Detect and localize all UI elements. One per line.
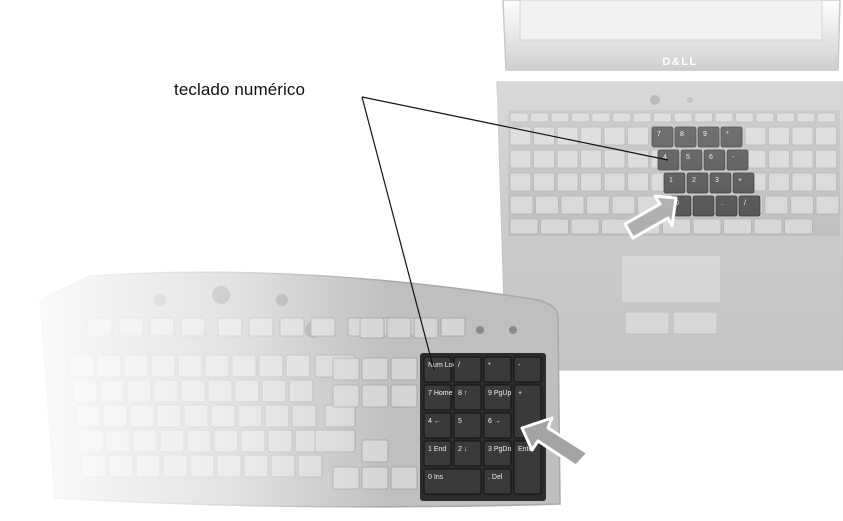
desktop-keyboard: Num Lock/*-7 Home8 ↑9 PgUp+4 ←56 →1 End2…: [0, 250, 590, 516]
leader-line-laptop: [361, 96, 669, 161]
numeric-keypad-label: teclado numérico: [174, 80, 306, 99]
desktop-fade: [0, 250, 560, 516]
laptop-brand-logo: D&LL: [662, 56, 697, 68]
laptop-screen-bezel: [519, 0, 823, 41]
callout-leader-lines: [361, 96, 669, 371]
leader-line-desktop: [361, 96, 435, 371]
